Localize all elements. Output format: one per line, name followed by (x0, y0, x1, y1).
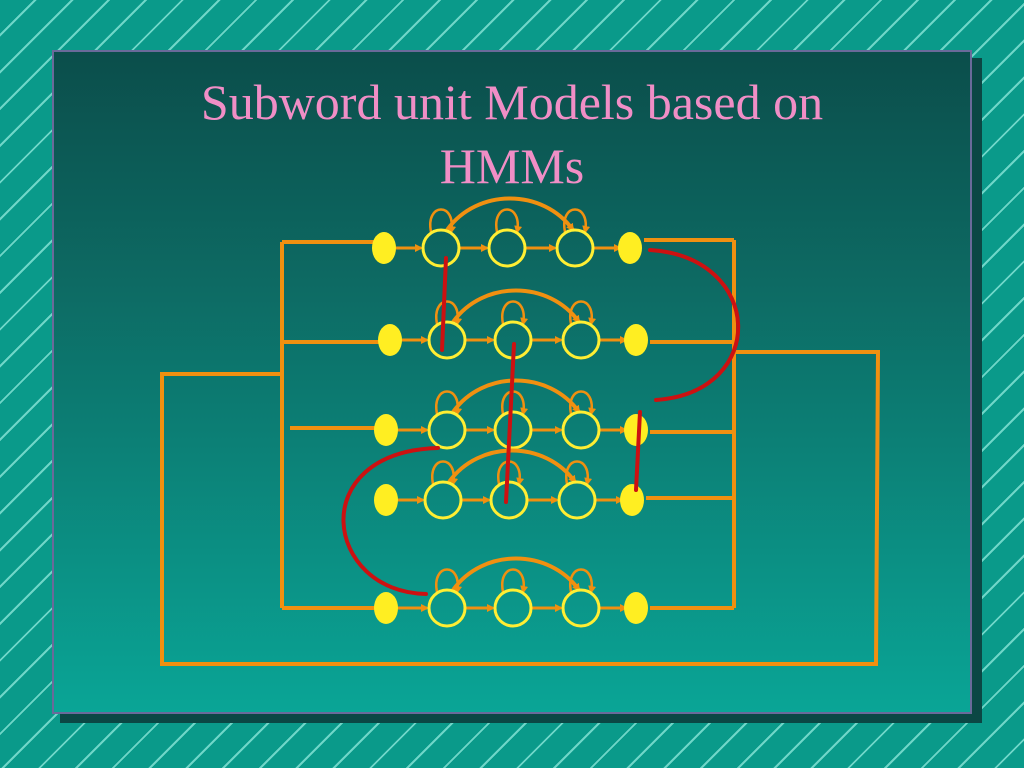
hmm-state-row-5-1 (427, 588, 467, 628)
end-node-row-3 (624, 414, 648, 446)
red-path-5 (341, 446, 440, 596)
hmm-state-row-3-1 (427, 410, 467, 450)
self-loop-row-2-state-2 (501, 300, 529, 326)
end-node-row-1 (618, 232, 642, 264)
self-loop-row-4-state-1 (431, 460, 459, 486)
hmm-rows (372, 196, 648, 628)
hmm-row-5 (374, 556, 648, 628)
title-line-1: Subword unit Models based on (200, 74, 824, 130)
start-node-row-2 (378, 324, 402, 356)
hmm-state-row-3-3 (561, 410, 601, 450)
hmm-row-4 (374, 448, 644, 520)
title-line-2: HMMs (439, 138, 585, 194)
self-loop-row-2-state-1 (435, 300, 463, 326)
skip-arc-row-5 (451, 556, 581, 592)
self-loop-row-3-state-1 (435, 390, 463, 416)
skip-arc-row-1 (445, 196, 575, 232)
start-node-row-4 (374, 484, 398, 516)
hmm-state-row-4-1 (423, 480, 463, 520)
feedback-loop (160, 350, 881, 666)
selected-paths (341, 248, 741, 596)
end-node-row-5 (624, 592, 648, 624)
hmm-state-row-5-2 (493, 588, 533, 628)
hmm-state-row-3-2 (493, 410, 533, 450)
self-loop-row-5-state-2 (501, 568, 529, 594)
end-node-row-4 (620, 484, 644, 516)
hmm-state-row-1-1 (421, 228, 461, 268)
self-loop-row-1-state-3 (563, 208, 591, 234)
self-loop-row-1-state-2 (495, 208, 523, 234)
self-loop-row-3-state-3 (569, 390, 597, 416)
red-path-1 (440, 256, 448, 352)
self-loop-row-4-state-3 (565, 460, 593, 486)
start-node-row-1 (372, 232, 396, 264)
self-loop-row-1-state-1 (429, 208, 457, 234)
start-node-row-3 (374, 414, 398, 446)
self-loop-row-5-state-1 (435, 568, 463, 594)
self-loop-row-5-state-3 (569, 568, 597, 594)
wiring-frame (160, 238, 881, 666)
hmm-state-row-2-1 (427, 320, 467, 360)
skip-arc-row-2 (451, 288, 581, 324)
start-node-row-5 (374, 592, 398, 624)
red-path-4 (634, 410, 642, 492)
hmm-state-row-5-3 (561, 588, 601, 628)
slide-panel: Subword unit Models based on HMMs (52, 50, 972, 714)
hmm-row-1 (372, 196, 642, 268)
hmm-state-row-1-2 (487, 228, 527, 268)
hmm-state-row-4-2 (489, 480, 529, 520)
slide-title: Subword unit Models based on HMMs (54, 70, 970, 198)
end-node-row-2 (624, 324, 648, 356)
skip-arc-row-3 (451, 378, 581, 414)
hmm-state-row-2-3 (561, 320, 601, 360)
hmm-state-row-1-3 (555, 228, 595, 268)
hmm-row-3 (374, 378, 648, 450)
skip-arc-row-4 (447, 448, 577, 484)
red-path-2 (504, 342, 516, 504)
self-loop-row-2-state-3 (569, 300, 597, 326)
hmm-state-row-4-3 (557, 480, 597, 520)
hmm-network-diagram (160, 196, 881, 666)
red-path-3 (648, 248, 741, 402)
